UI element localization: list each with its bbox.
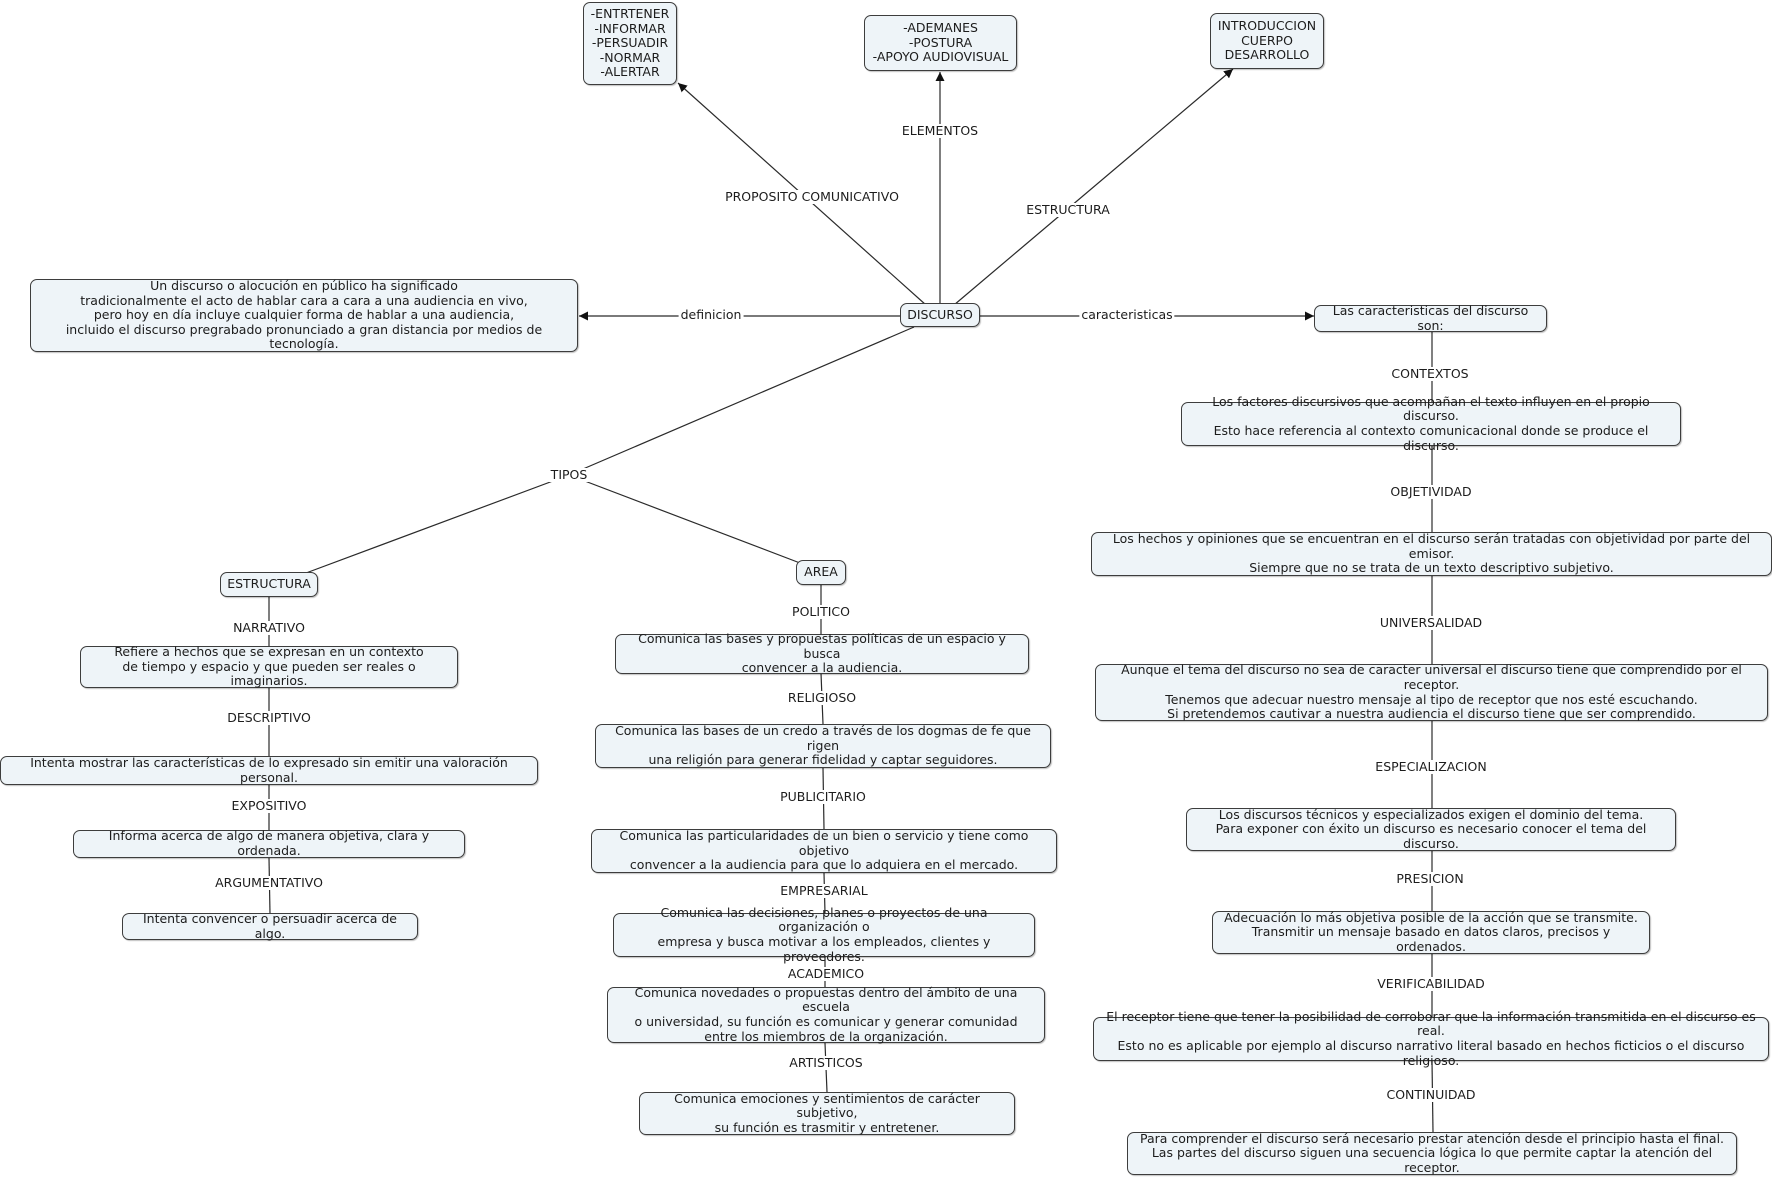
node-descriptivo[interactable]: Intenta mostrar las características de l… bbox=[0, 755, 538, 785]
label-universalidad: UNIVERSALIDAD bbox=[1377, 615, 1485, 630]
label-presicion: PRESICION bbox=[1394, 871, 1466, 886]
label-religioso: RELIGIOSO bbox=[785, 690, 859, 705]
node-contextos[interactable]: Los factores discursivos que acompañan e… bbox=[1181, 394, 1681, 452]
label-definicion: definicion bbox=[678, 307, 744, 322]
node-estructura[interactable]: ESTRUCTURA bbox=[220, 572, 318, 597]
node-politico[interactable]: Comunica las bases y propuestas política… bbox=[615, 631, 1029, 675]
node-elementos[interactable]: -ADEMANES -POSTURA -APOYO AUDIOVISUAL bbox=[864, 15, 1017, 71]
label-narrativo: NARRATIVO bbox=[231, 620, 307, 635]
node-religioso[interactable]: Comunica las bases de un credo a través … bbox=[595, 723, 1051, 768]
node-definicion[interactable]: Un discurso o alocución en público ha si… bbox=[30, 278, 578, 352]
label-artisticos: ARTISTICOS bbox=[787, 1055, 865, 1070]
label-elementos: ELEMENTOS bbox=[899, 123, 981, 138]
label-proposito: PROPOSITO COMUNICATIVO bbox=[723, 189, 901, 204]
node-expositivo[interactable]: Informa acerca de algo de manera objetiv… bbox=[73, 829, 465, 858]
node-propositos[interactable]: -ENTRTENER -INFORMAR -PERSUADIR -NORMAR … bbox=[583, 2, 677, 85]
node-estructura-partes[interactable]: INTRODUCCION CUERPO DESARROLLO bbox=[1210, 13, 1324, 69]
node-artisticos[interactable]: Comunica emociones y sentimientos de car… bbox=[639, 1091, 1015, 1135]
label-tipos: TIPOS bbox=[548, 467, 590, 482]
label-continuidad: CONTINUIDAD bbox=[1384, 1087, 1478, 1102]
label-estructura: ESTRUCTURA bbox=[1024, 202, 1112, 217]
node-especializacion[interactable]: Los discursos técnicos y especializados … bbox=[1186, 807, 1676, 851]
label-objetividad: OBJETIVIDAD bbox=[1388, 484, 1474, 499]
node-argumentativo[interactable]: Intenta convencer o persuadir acerca de … bbox=[122, 911, 418, 940]
label-publicitario: PUBLICITARIO bbox=[778, 789, 868, 804]
node-discurso[interactable]: DISCURSO bbox=[900, 303, 980, 327]
node-caracteristicas[interactable]: Las caracteristicas del discurso son: bbox=[1314, 303, 1547, 332]
link-tipos-estructura bbox=[305, 326, 915, 574]
node-empresarial[interactable]: Comunica las decisiones, planes o proyec… bbox=[613, 905, 1035, 963]
label-descriptivo: DESCRIPTIVO bbox=[225, 710, 313, 725]
node-universalidad[interactable]: Aunque el tema del discurso no sea de ca… bbox=[1095, 663, 1768, 721]
label-academico: ACADEMICO bbox=[785, 966, 867, 981]
link-tipos-area bbox=[568, 474, 801, 564]
label-expositivo: EXPOSITIVO bbox=[229, 798, 309, 813]
node-narrativo[interactable]: Refiere a hechos que se expresan en un c… bbox=[80, 644, 458, 688]
label-empresarial: EMPRESARIAL bbox=[778, 883, 870, 898]
label-especializacion: ESPECIALIZACION bbox=[1373, 759, 1489, 774]
label-caracteristicas: caracteristicas bbox=[1079, 307, 1175, 322]
label-contextos: CONTEXTOS bbox=[1389, 366, 1471, 381]
node-academico[interactable]: Comunica novedades o propuestas dentro d… bbox=[607, 985, 1045, 1043]
node-publicitario[interactable]: Comunica las particularidades de un bien… bbox=[591, 828, 1057, 873]
label-politico: POLITICO bbox=[790, 604, 852, 619]
node-objetividad[interactable]: Los hechos y opiniones que se encuentran… bbox=[1091, 531, 1772, 576]
node-presicion[interactable]: Adecuación lo más objetiva posible de la… bbox=[1212, 910, 1650, 954]
node-continuidad[interactable]: Para comprender el discurso será necesar… bbox=[1127, 1131, 1737, 1175]
node-area[interactable]: AREA bbox=[796, 560, 846, 585]
label-verificabilidad: VERIFICABILIDAD bbox=[1375, 976, 1487, 991]
link-estructura-partes bbox=[953, 68, 1234, 306]
node-verificabilidad[interactable]: El receptor tiene que tener la posibilid… bbox=[1093, 1009, 1769, 1067]
label-argumentativo: ARGUMENTATIVO bbox=[213, 875, 325, 890]
